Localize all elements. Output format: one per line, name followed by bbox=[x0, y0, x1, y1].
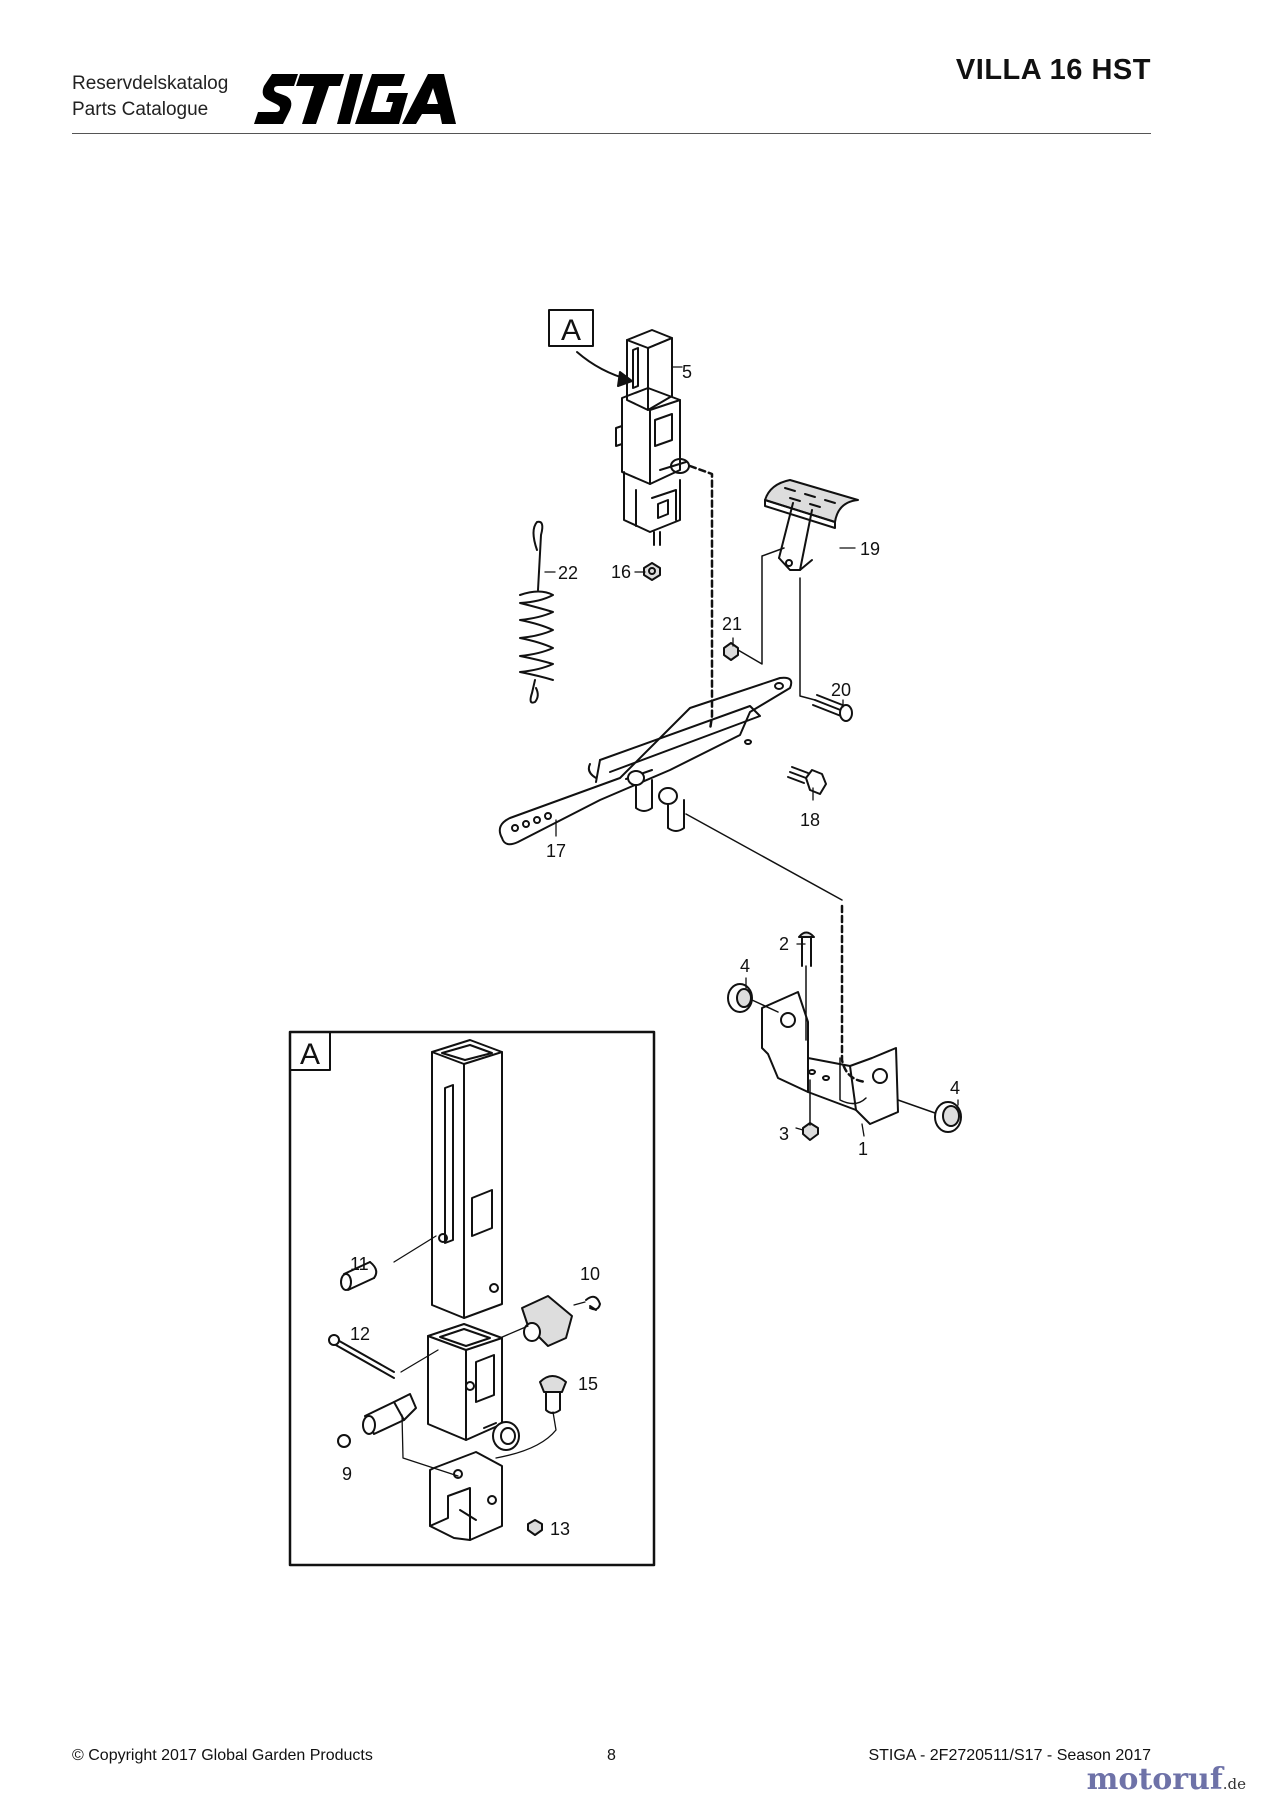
callout-12: 12 bbox=[350, 1324, 370, 1344]
watermark-suffix: .de bbox=[1222, 1775, 1246, 1793]
svg-text:A: A bbox=[300, 1038, 320, 1071]
callout-18: 18 bbox=[800, 810, 820, 830]
part-1-bracket bbox=[761, 991, 899, 1125]
callout-21: 21 bbox=[722, 614, 742, 634]
callout-17: 17 bbox=[546, 841, 566, 861]
part-20-bolt bbox=[812, 694, 853, 722]
callout-20: 20 bbox=[831, 680, 851, 700]
callout-5: 5 bbox=[682, 362, 692, 382]
stiga-logo bbox=[254, 74, 456, 124]
callout-2: 2 bbox=[779, 934, 789, 954]
part-4-bushing-right bbox=[934, 1101, 962, 1133]
callout-9: 9 bbox=[342, 1464, 352, 1484]
callout-3: 3 bbox=[779, 1124, 789, 1144]
part-22-spring bbox=[519, 520, 554, 704]
document-reference: STIGA - 2F2720511/S17 - Season 2017 bbox=[868, 1747, 1151, 1764]
callout-10: 10 bbox=[580, 1264, 600, 1284]
header-rule bbox=[72, 133, 1151, 134]
callout-22: 22 bbox=[558, 563, 578, 583]
detail-marker-a: A bbox=[548, 309, 633, 387]
callout-labels: 5 16 22 19 21 20 18 17 2 4 4 3 1 11 10 1… bbox=[342, 362, 960, 1539]
leader-lines bbox=[685, 547, 936, 1126]
copyright-text: © Copyright 2017 Global Garden Products bbox=[72, 1747, 373, 1764]
detail-box-a: A bbox=[288, 1030, 656, 1567]
watermark: motoruf.de bbox=[1087, 1762, 1246, 1797]
model-name: VILLA 16 HST bbox=[955, 54, 1151, 86]
part-18-bolt bbox=[787, 766, 827, 795]
part-5-pedal-rod bbox=[615, 329, 690, 546]
part-16-nut bbox=[643, 562, 661, 581]
part-19-pedal-pad bbox=[764, 479, 859, 571]
callout-4-right: 4 bbox=[950, 1078, 960, 1098]
catalog-title-swedish: Reservdelskatalog bbox=[72, 73, 229, 94]
callout-4-left: 4 bbox=[740, 956, 750, 976]
callout-13: 13 bbox=[550, 1519, 570, 1539]
watermark-text: motoruf bbox=[1086, 1762, 1223, 1797]
part-21-nut bbox=[723, 642, 739, 661]
assembly-lines bbox=[688, 464, 868, 1084]
part-17-pedal-arm bbox=[498, 676, 793, 846]
callout-16: 16 bbox=[611, 562, 631, 582]
catalog-title-english: Parts Catalogue bbox=[72, 99, 209, 120]
page-number: 8 bbox=[607, 1747, 616, 1764]
part-4-bushing-left bbox=[727, 983, 753, 1013]
part-2-bolt bbox=[798, 931, 815, 967]
callout-19: 19 bbox=[860, 539, 880, 559]
callout-15: 15 bbox=[578, 1374, 598, 1394]
callout-11: 11 bbox=[350, 1254, 369, 1274]
svg-text:A: A bbox=[561, 314, 581, 347]
callout-1: 1 bbox=[858, 1139, 868, 1159]
